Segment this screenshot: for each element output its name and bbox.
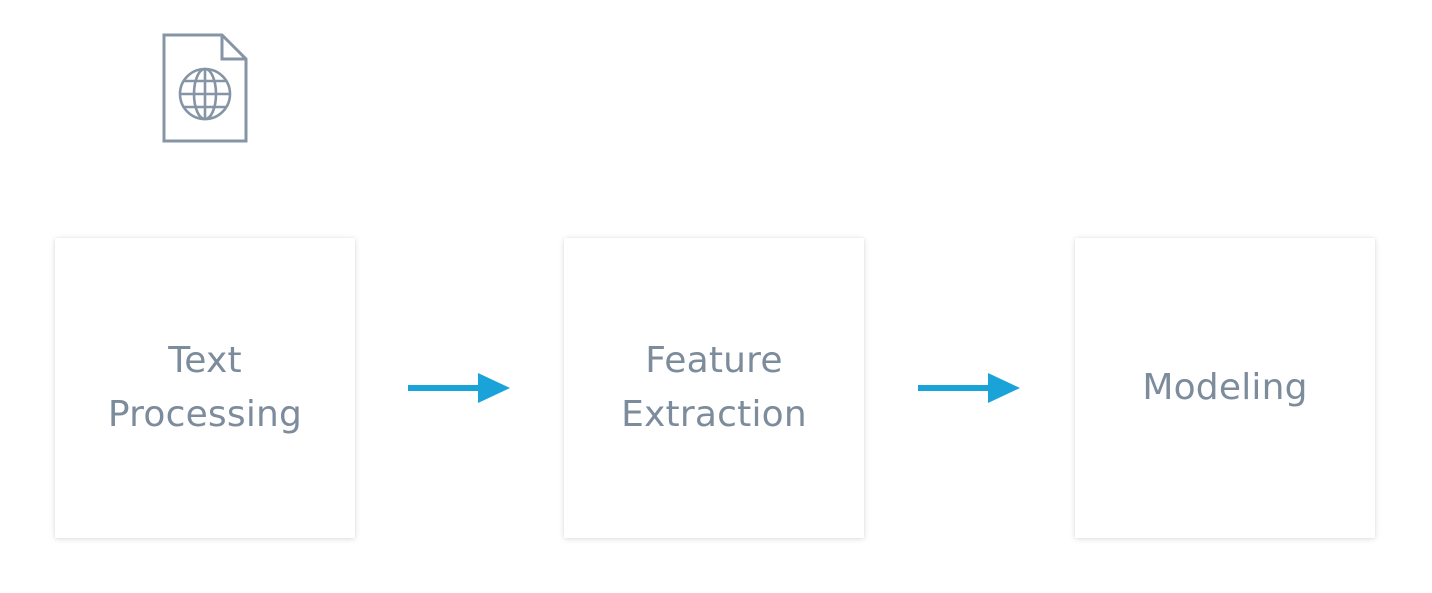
web-document-icon [162, 33, 248, 143]
stage-box-modeling: Modeling [1075, 238, 1375, 538]
stage-label: Modeling [1142, 367, 1308, 408]
stage-label: Feature Extraction [621, 340, 807, 435]
stage-box-feature-extraction: Feature Extraction [564, 238, 864, 538]
stage-box-text-processing: Text Processing [55, 238, 355, 538]
right-arrow-icon [408, 373, 510, 403]
right-arrow-icon [918, 373, 1020, 403]
stage-label: Text Processing [107, 340, 303, 435]
